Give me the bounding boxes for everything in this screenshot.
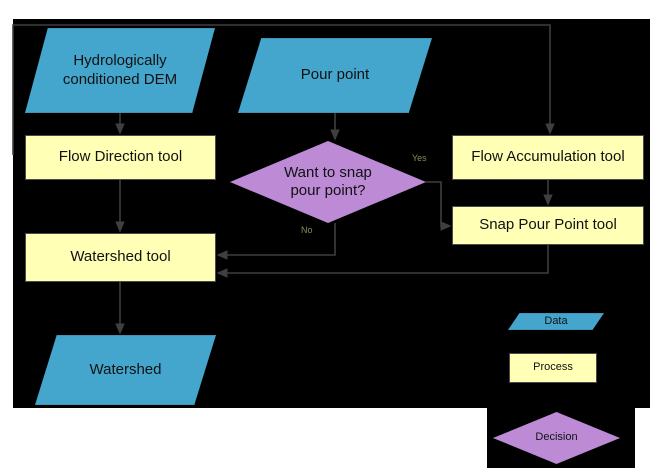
node-flow-accumulation-tool[interactable]: Flow Accumulation tool	[452, 135, 644, 180]
legend-label: Decision	[535, 431, 578, 444]
node-hydrologically-conditioned-dem[interactable]: Hydrologically conditioned DEM	[25, 28, 215, 113]
node-label: Pour point	[300, 66, 370, 84]
node-label: Want to snap pour point?	[284, 163, 372, 199]
node-watershed-tool[interactable]: Watershed tool	[25, 233, 216, 282]
legend-item-data: Data	[508, 313, 604, 330]
node-label: Watershed	[89, 360, 162, 378]
node-label: Watershed tool	[70, 248, 171, 266]
node-label: Hydrologically conditioned DEM	[62, 52, 178, 88]
node-flow-direction-tool[interactable]: Flow Direction tool	[25, 135, 216, 180]
edge-label-no: No	[301, 225, 313, 235]
node-label: Snap Pour Point tool	[479, 216, 617, 234]
node-watershed[interactable]: Watershed	[35, 335, 216, 405]
edge-label-yes: Yes	[412, 153, 427, 163]
node-label: Flow Direction tool	[58, 148, 183, 166]
node-label: Flow Accumulation tool	[471, 148, 625, 166]
node-snap-pour-point-tool[interactable]: Snap Pour Point tool	[452, 206, 644, 245]
node-pour-point[interactable]: Pour point	[238, 38, 432, 113]
legend-label: Data	[544, 314, 568, 327]
legend-item-process: Process	[509, 353, 597, 383]
legend-label: Process	[533, 361, 573, 374]
